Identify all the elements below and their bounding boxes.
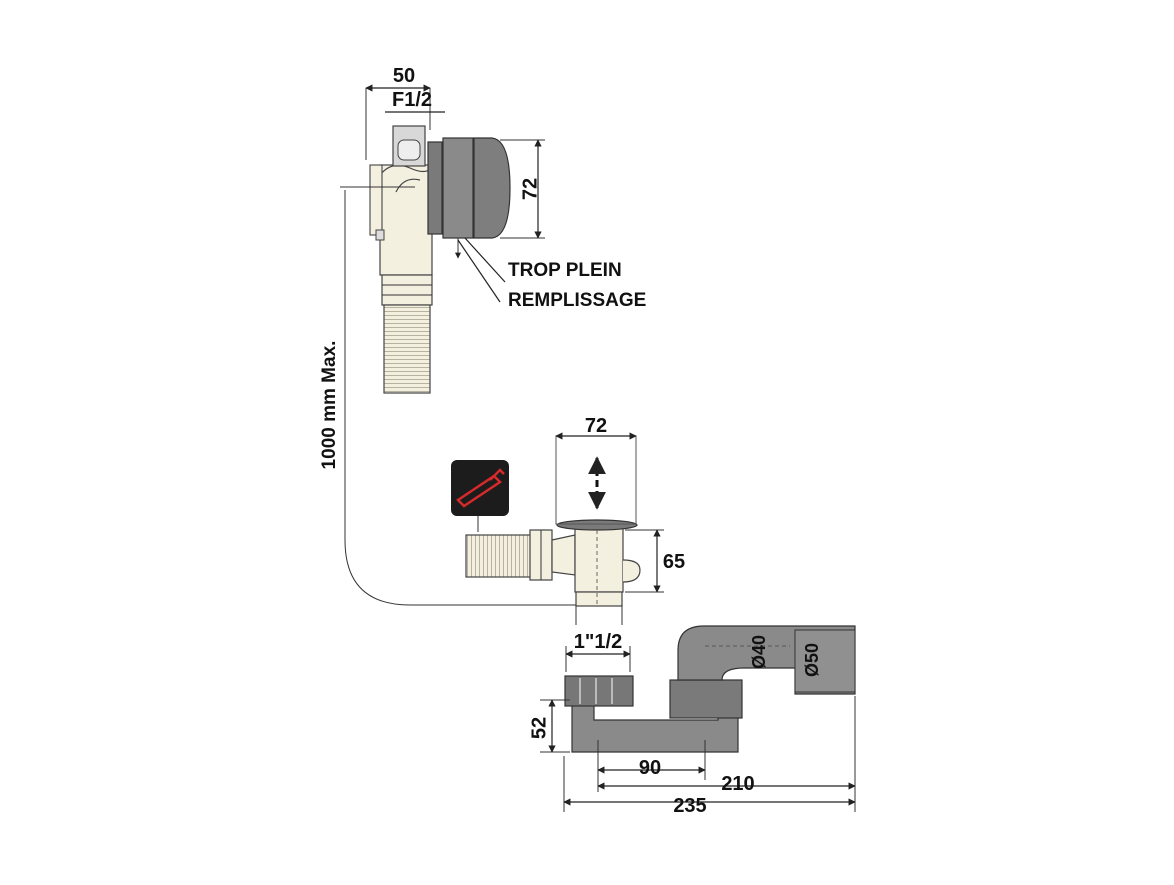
bath-trap [564, 625, 856, 753]
valve-flex-hose [465, 534, 533, 578]
label-overflow: TROP PLEIN [508, 260, 622, 281]
dim-top-width: 50 [393, 65, 415, 87]
dim-valve-height: 65 [663, 551, 685, 573]
dim-trap-height: 52 [528, 717, 550, 739]
label-max-length: 1000 mm Max. [319, 341, 340, 470]
cable-path [344, 190, 600, 606]
plug-cap [556, 519, 638, 531]
waste-valve-assembly [465, 519, 641, 607]
cut-icon-box [451, 460, 509, 516]
overflow-flex-hose [383, 304, 431, 394]
overflow-collar [381, 274, 433, 306]
trap-inlet-nut [564, 675, 634, 707]
dim-valve-width: 72 [585, 415, 607, 437]
dim-d40: Ø40 [749, 635, 769, 669]
hacksaw-icon-bg [451, 460, 509, 516]
valve-body [574, 527, 624, 593]
dim-outlet-thread: 1"1/2 [574, 631, 622, 653]
cover-cap [473, 137, 511, 239]
dim-len-90: 90 [639, 757, 661, 779]
trap-outlet-nut [669, 679, 743, 719]
dim-len-210: 210 [721, 773, 754, 795]
dim-d50: Ø50 [802, 643, 822, 677]
label-filling: REMPLISSAGE [508, 290, 646, 311]
dim-len-235: 235 [673, 795, 706, 817]
overflow-body [379, 164, 433, 276]
dim-thread: F1/2 [392, 89, 432, 111]
hacksaw-icon [456, 468, 505, 508]
overflow-head-assembly [369, 125, 511, 394]
cover-disc-2 [442, 137, 474, 239]
dim-head-height: 72 [519, 178, 541, 200]
cover-disc-1 [427, 141, 443, 235]
